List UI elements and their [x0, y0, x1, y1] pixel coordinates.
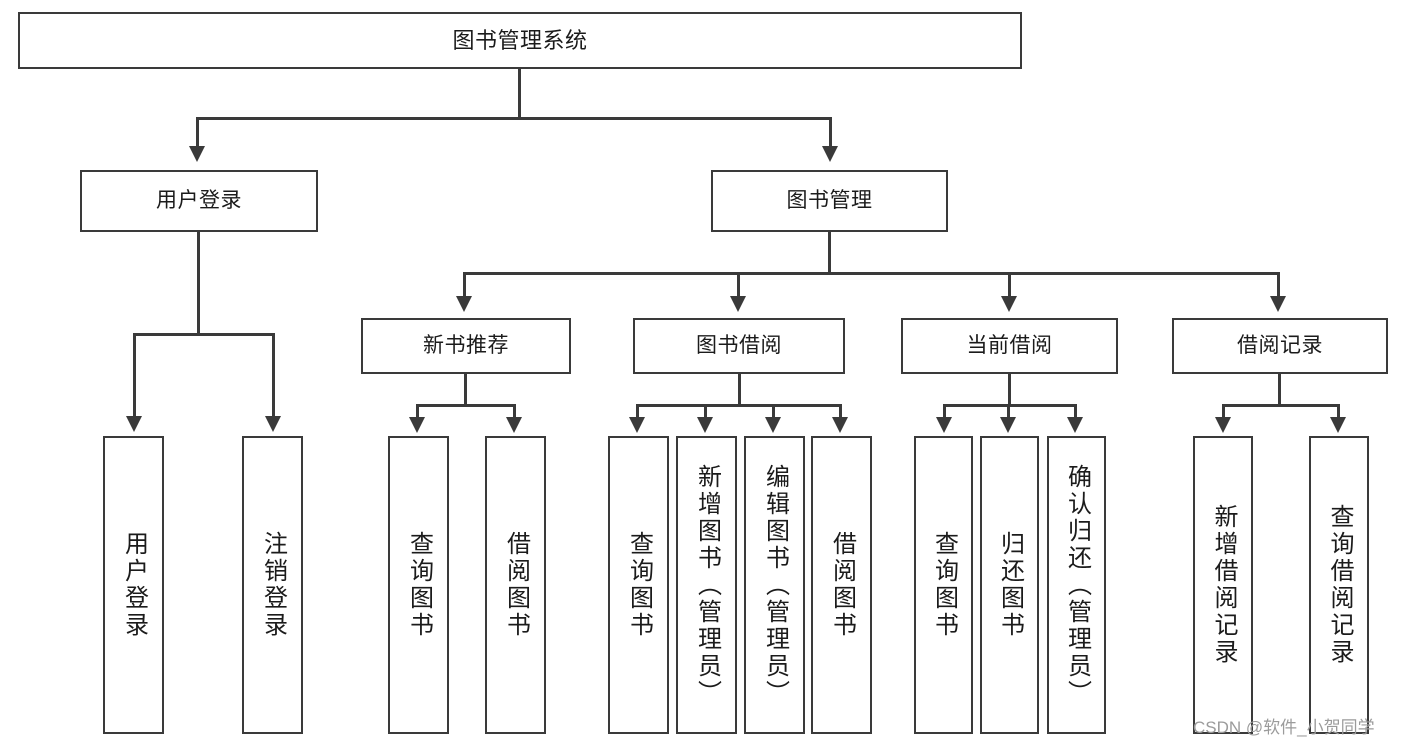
connector-borrow-record-bus: [1222, 404, 1340, 407]
arrowhead-book-borrow: [730, 296, 746, 312]
arrowhead-leaf-add-record: [1215, 417, 1231, 433]
connector-drop-leaf-query-book-1: [416, 404, 419, 418]
connector-level3-bus: [463, 272, 1280, 275]
connector-drop-leaf-logout: [272, 333, 275, 417]
node-book-borrow[interactable]: 图书借阅: [633, 318, 845, 374]
connector-new-book-recommend-bus: [416, 404, 516, 407]
leaf-edit-book-admin[interactable]: 编辑图书（管理员）: [744, 436, 805, 734]
leaf-add-book-admin[interactable]: 新增图书（管理员）: [676, 436, 737, 734]
connector-drop-current-borrow: [1008, 272, 1011, 297]
connector-drop-leaf-edit-book: [772, 404, 775, 418]
leaf-return-book[interactable]: 归还图书: [980, 436, 1039, 734]
arrowhead-leaf-borrow-book-2: [832, 417, 848, 433]
node-label: 借阅图书: [828, 531, 856, 639]
node-label: 新书推荐: [423, 333, 509, 357]
connector-current-borrow-bus: [943, 404, 1077, 407]
node-label: 归还图书: [996, 531, 1024, 639]
connector-drop-leaf-return-book: [1007, 404, 1010, 418]
node-label: 查询图书: [625, 531, 653, 639]
leaf-logout[interactable]: 注销登录: [242, 436, 303, 734]
connector-book-management-stem: [828, 232, 831, 274]
node-label: 查询图书: [405, 531, 433, 639]
connector-drop-user-login: [196, 117, 199, 147]
connector-drop-leaf-query-book-2: [636, 404, 639, 418]
connector-drop-leaf-add-book: [704, 404, 707, 418]
node-label: 借阅记录: [1237, 333, 1323, 357]
connector-user-login-stem: [197, 232, 200, 335]
arrowhead-leaf-borrow-book-1: [506, 417, 522, 433]
leaf-query-borrow-record[interactable]: 查询借阅记录: [1309, 436, 1369, 734]
arrowhead-current-borrow: [1001, 296, 1017, 312]
arrowhead-user-login: [189, 146, 205, 162]
node-user-login[interactable]: 用户登录: [80, 170, 318, 232]
leaf-user-login[interactable]: 用户登录: [103, 436, 164, 734]
connector-drop-leaf-confirm-return: [1074, 404, 1077, 418]
arrowhead-new-book-recommend: [456, 296, 472, 312]
connector-drop-leaf-query-book-3: [943, 404, 946, 418]
connector-borrow-record-stem: [1278, 374, 1281, 406]
node-borrow-record[interactable]: 借阅记录: [1172, 318, 1388, 374]
node-label: 当前借阅: [966, 333, 1053, 357]
connector-drop-new-book-recommend: [463, 272, 466, 297]
connector-current-borrow-stem: [1008, 374, 1011, 406]
arrowhead-leaf-query-record: [1330, 417, 1346, 433]
node-book-management[interactable]: 图书管理: [711, 170, 948, 232]
arrowhead-leaf-logout: [265, 416, 281, 432]
arrowhead-leaf-query-book-1: [409, 417, 425, 433]
arrowhead-leaf-user-login: [126, 416, 142, 432]
connector-drop-borrow-record: [1277, 272, 1280, 297]
node-label: 确认归还（管理员）: [1063, 463, 1091, 707]
connector-drop-leaf-query-record: [1337, 404, 1340, 418]
connector-book-borrow-bus: [636, 404, 842, 407]
arrowhead-leaf-return-book: [1000, 417, 1016, 433]
connector-user-login-bus: [133, 333, 275, 336]
arrowhead-borrow-record: [1270, 296, 1286, 312]
arrowhead-leaf-query-book-3: [936, 417, 952, 433]
node-root-book-management-system[interactable]: 图书管理系统: [18, 12, 1022, 69]
node-label: 图书借阅: [696, 333, 782, 357]
connector-drop-book-management: [829, 117, 832, 147]
node-new-book-recommend[interactable]: 新书推荐: [361, 318, 571, 374]
connector-drop-book-borrow: [737, 272, 740, 297]
leaf-borrow-book[interactable]: 借阅图书: [811, 436, 872, 734]
node-current-borrow[interactable]: 当前借阅: [901, 318, 1118, 374]
node-label: 注销登录: [259, 531, 287, 639]
node-label: 用户登录: [120, 531, 148, 639]
leaf-query-book-recommend[interactable]: 查询图书: [388, 436, 449, 734]
node-label: 借阅图书: [502, 531, 530, 639]
arrowhead-leaf-edit-book: [765, 417, 781, 433]
connector-book-borrow-stem: [738, 374, 741, 406]
connector-drop-leaf-borrow-book-2: [839, 404, 842, 418]
node-label: 图书管理系统: [452, 27, 588, 53]
leaf-confirm-return-admin[interactable]: 确认归还（管理员）: [1047, 436, 1106, 734]
arrowhead-leaf-confirm-return: [1067, 417, 1083, 433]
node-label: 用户登录: [156, 188, 242, 212]
connector-level2-bus: [196, 117, 832, 120]
connector-root-stem: [518, 69, 521, 117]
leaf-add-borrow-record[interactable]: 新增借阅记录: [1193, 436, 1253, 734]
node-label: 编辑图书（管理员）: [761, 463, 789, 707]
node-label: 查询图书: [930, 531, 958, 639]
leaf-borrow-book-recommend[interactable]: 借阅图书: [485, 436, 546, 734]
arrowhead-leaf-add-book: [697, 417, 713, 433]
connector-drop-leaf-add-record: [1222, 404, 1225, 418]
node-label: 新增图书（管理员）: [693, 463, 721, 707]
node-label: 图书管理: [786, 188, 873, 212]
leaf-query-book-current[interactable]: 查询图书: [914, 436, 973, 734]
connector-drop-leaf-user-login: [133, 333, 136, 417]
connector-drop-leaf-borrow-book-1: [513, 404, 516, 418]
node-label: 查询借阅记录: [1326, 504, 1353, 666]
leaf-query-book-borrow[interactable]: 查询图书: [608, 436, 669, 734]
arrowhead-book-management: [822, 146, 838, 162]
connector-new-book-recommend-stem: [464, 374, 467, 406]
node-label: 新增借阅记录: [1210, 504, 1237, 666]
arrowhead-leaf-query-book-2: [629, 417, 645, 433]
